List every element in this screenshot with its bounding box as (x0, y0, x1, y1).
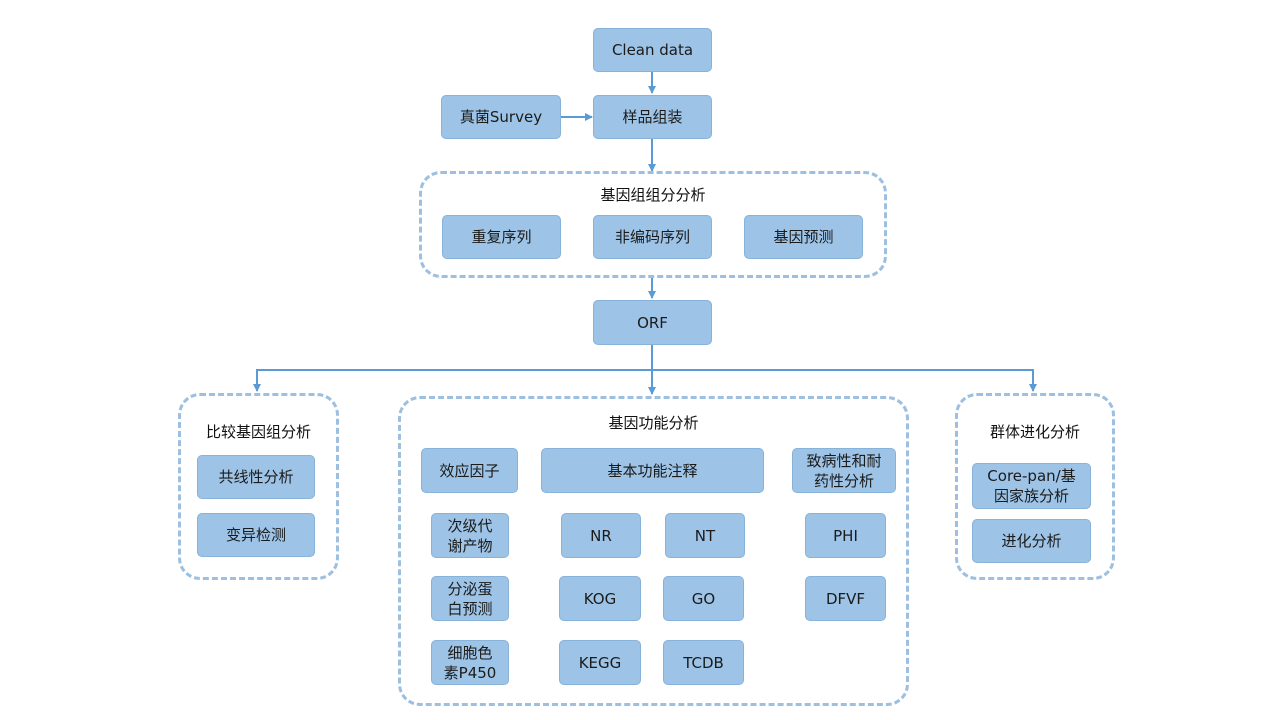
genome-component-group (419, 171, 887, 278)
p450-node[interactable]: 细胞色 素P450 (431, 640, 509, 685)
noncoding-sequence-node[interactable]: 非编码序列 (593, 215, 712, 259)
pathogenicity-node[interactable]: 致病性和耐 药性分析 (792, 448, 896, 493)
population-evolution-group (955, 393, 1115, 580)
core-pan-node[interactable]: Core-pan/基 因家族分析 (972, 463, 1091, 509)
kegg-node[interactable]: KEGG (559, 640, 641, 685)
assembly-node[interactable]: 样品组装 (593, 95, 712, 139)
gene-prediction-node[interactable]: 基因预测 (744, 215, 863, 259)
phi-node[interactable]: PHI (805, 513, 886, 558)
nt-node[interactable]: NT (665, 513, 745, 558)
basic-annotation-node[interactable]: 基本功能注释 (541, 448, 764, 493)
gene-function-title: 基因功能分析 (608, 414, 699, 432)
collinearity-node[interactable]: 共线性分析 (197, 455, 315, 499)
effector-node[interactable]: 效应因子 (421, 448, 518, 493)
comparative-genomics-group (178, 393, 339, 580)
dfvf-node[interactable]: DFVF (805, 576, 886, 621)
tcdb-node[interactable]: TCDB (663, 640, 744, 685)
clean-data-node[interactable]: Clean data (593, 28, 712, 72)
genome-component-title: 基因组组分分析 (600, 186, 706, 204)
go-node[interactable]: GO (663, 576, 744, 621)
fungal-survey-node[interactable]: 真菌Survey (441, 95, 561, 139)
comparative-genomics-title: 比较基因组分析 (205, 423, 311, 441)
gene-function-group (398, 396, 909, 706)
variant-detection-node[interactable]: 变异检测 (197, 513, 315, 557)
kog-node[interactable]: KOG (559, 576, 641, 621)
population-evolution-title: 群体进化分析 (989, 423, 1080, 441)
repeat-sequence-node[interactable]: 重复序列 (442, 215, 561, 259)
secondary-metabolite-node[interactable]: 次级代 谢产物 (431, 513, 509, 558)
evolution-analysis-node[interactable]: 进化分析 (972, 519, 1091, 563)
secreted-protein-node[interactable]: 分泌蛋 白预测 (431, 576, 509, 621)
orf-node[interactable]: ORF (593, 300, 712, 345)
nr-node[interactable]: NR (561, 513, 641, 558)
